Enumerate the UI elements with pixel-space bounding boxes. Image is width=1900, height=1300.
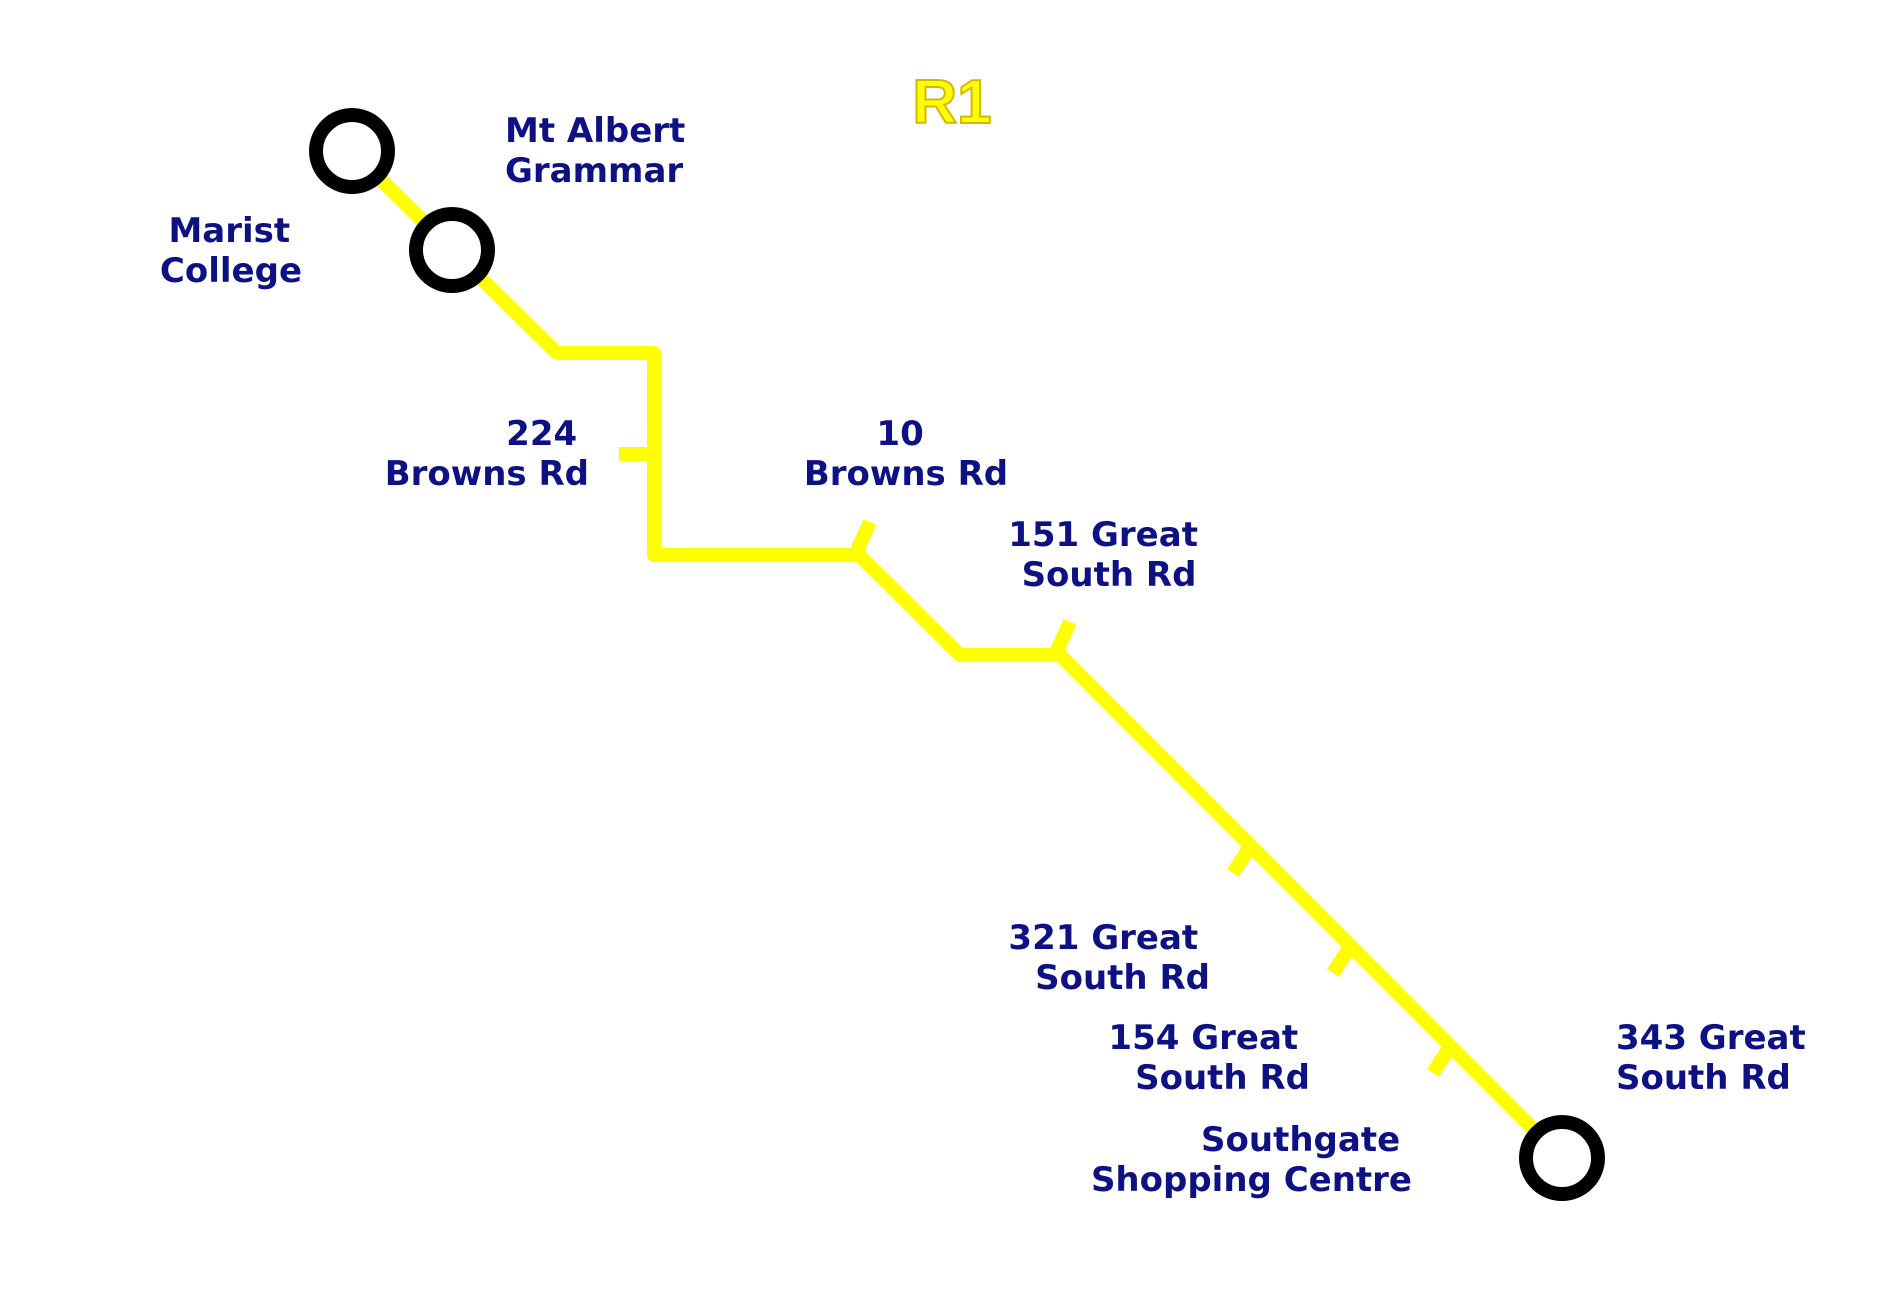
stop-label-10-browns-rd[interactable]: 10 Browns Rd — [804, 414, 1008, 494]
stop-label-line: South Rd — [1035, 958, 1210, 998]
stop-label-line: College — [160, 251, 302, 291]
stop-tick-321-great-south-rd — [1227, 843, 1256, 877]
stop-label-line: Browns Rd — [804, 454, 1008, 494]
route-line — [345, 144, 1569, 1165]
stop-label-line: 154 Great — [1108, 1018, 1298, 1058]
stop-label-mt-albert-grammar[interactable]: Mt Albert Grammar — [505, 111, 697, 191]
stop-label-line: Grammar — [505, 151, 683, 191]
terminus-marker-mt-albert-grammar — [409, 207, 495, 293]
stop-labels: Mt Albert Grammar Marist College 224 Bro… — [160, 111, 1818, 1200]
stop-label-343-great-south-rd[interactable]: 343 Great South Rd — [1616, 1018, 1818, 1098]
stop-ticks — [619, 447, 1456, 1077]
stop-label-line: 343 Great — [1616, 1018, 1806, 1058]
stop-label-line: 151 Great — [1008, 515, 1198, 555]
stop-label-line: Southgate — [1201, 1120, 1400, 1160]
stop-label-line: South Rd — [1616, 1058, 1791, 1098]
stop-label-southgate-shopping-centre[interactable]: Southgate Shopping Centre — [1091, 1120, 1412, 1200]
stop-label-line: 321 Great — [1008, 918, 1198, 958]
stop-tick-10-browns-rd — [848, 519, 877, 558]
stop-label-line: 224 — [506, 414, 577, 454]
stop-label-321-great-south-rd[interactable]: 321 Great South Rd — [1008, 918, 1210, 998]
stop-label-line: South Rd — [1022, 555, 1197, 595]
stop-tick-154-great-south-rd — [1327, 943, 1356, 977]
terminus-marker-343-great-south-rd — [1519, 1115, 1605, 1201]
stop-label-151-great-south-rd[interactable]: 151 Great South Rd — [1008, 515, 1210, 595]
terminus-marker-marist-college — [309, 108, 395, 194]
stop-label-line: 10 — [876, 414, 923, 454]
stop-label-line: Marist — [168, 211, 290, 251]
stop-label-line: Mt Albert — [505, 111, 685, 151]
stop-label-line: Shopping Centre — [1091, 1160, 1412, 1200]
terminus-markers — [309, 108, 1605, 1201]
stop-tick-southgate-shopping-centre — [1427, 1043, 1456, 1077]
stop-label-154-great-south-rd[interactable]: 154 Great South Rd — [1108, 1018, 1310, 1098]
route-title: R1 — [912, 68, 991, 137]
stop-label-line: Browns Rd — [385, 454, 589, 494]
stop-label-224-browns-rd[interactable]: 224 Browns Rd — [385, 414, 589, 494]
stop-label-line: South Rd — [1135, 1058, 1310, 1098]
stop-label-marist-college[interactable]: Marist College — [160, 211, 302, 291]
stop-tick-151-great-south-rd — [1048, 619, 1077, 658]
